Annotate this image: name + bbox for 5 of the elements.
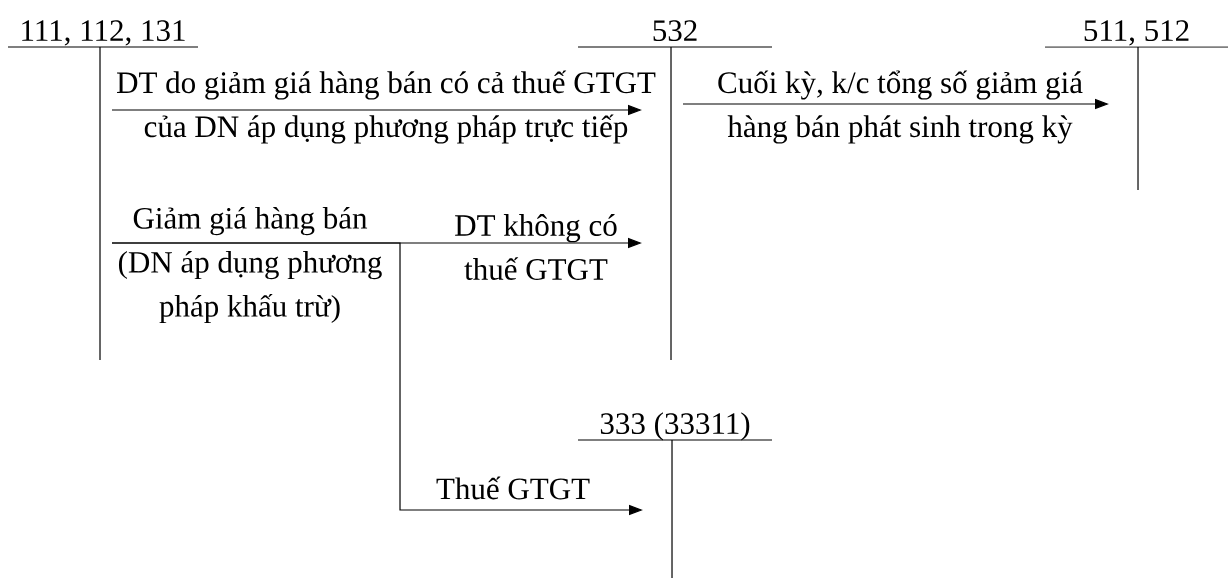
- annotation-text: Giảm giá hàng bán (DN áp dụng phương pháp khấu trừ): [118, 206, 382, 324]
- edge-label: DT không có thuế GTGT: [455, 214, 617, 280]
- edge-label: Cuối kỳ, k/c tổng số giảm giá hàng bán phát sinh trong kỳ: [718, 70, 1083, 144]
- edge-label: Thuế GTGT: [436, 476, 590, 500]
- edge-label: DT do giảm giá hàng bán có cả thuế GTGT của DN áp dụng phương pháp trực tiếp: [117, 70, 656, 144]
